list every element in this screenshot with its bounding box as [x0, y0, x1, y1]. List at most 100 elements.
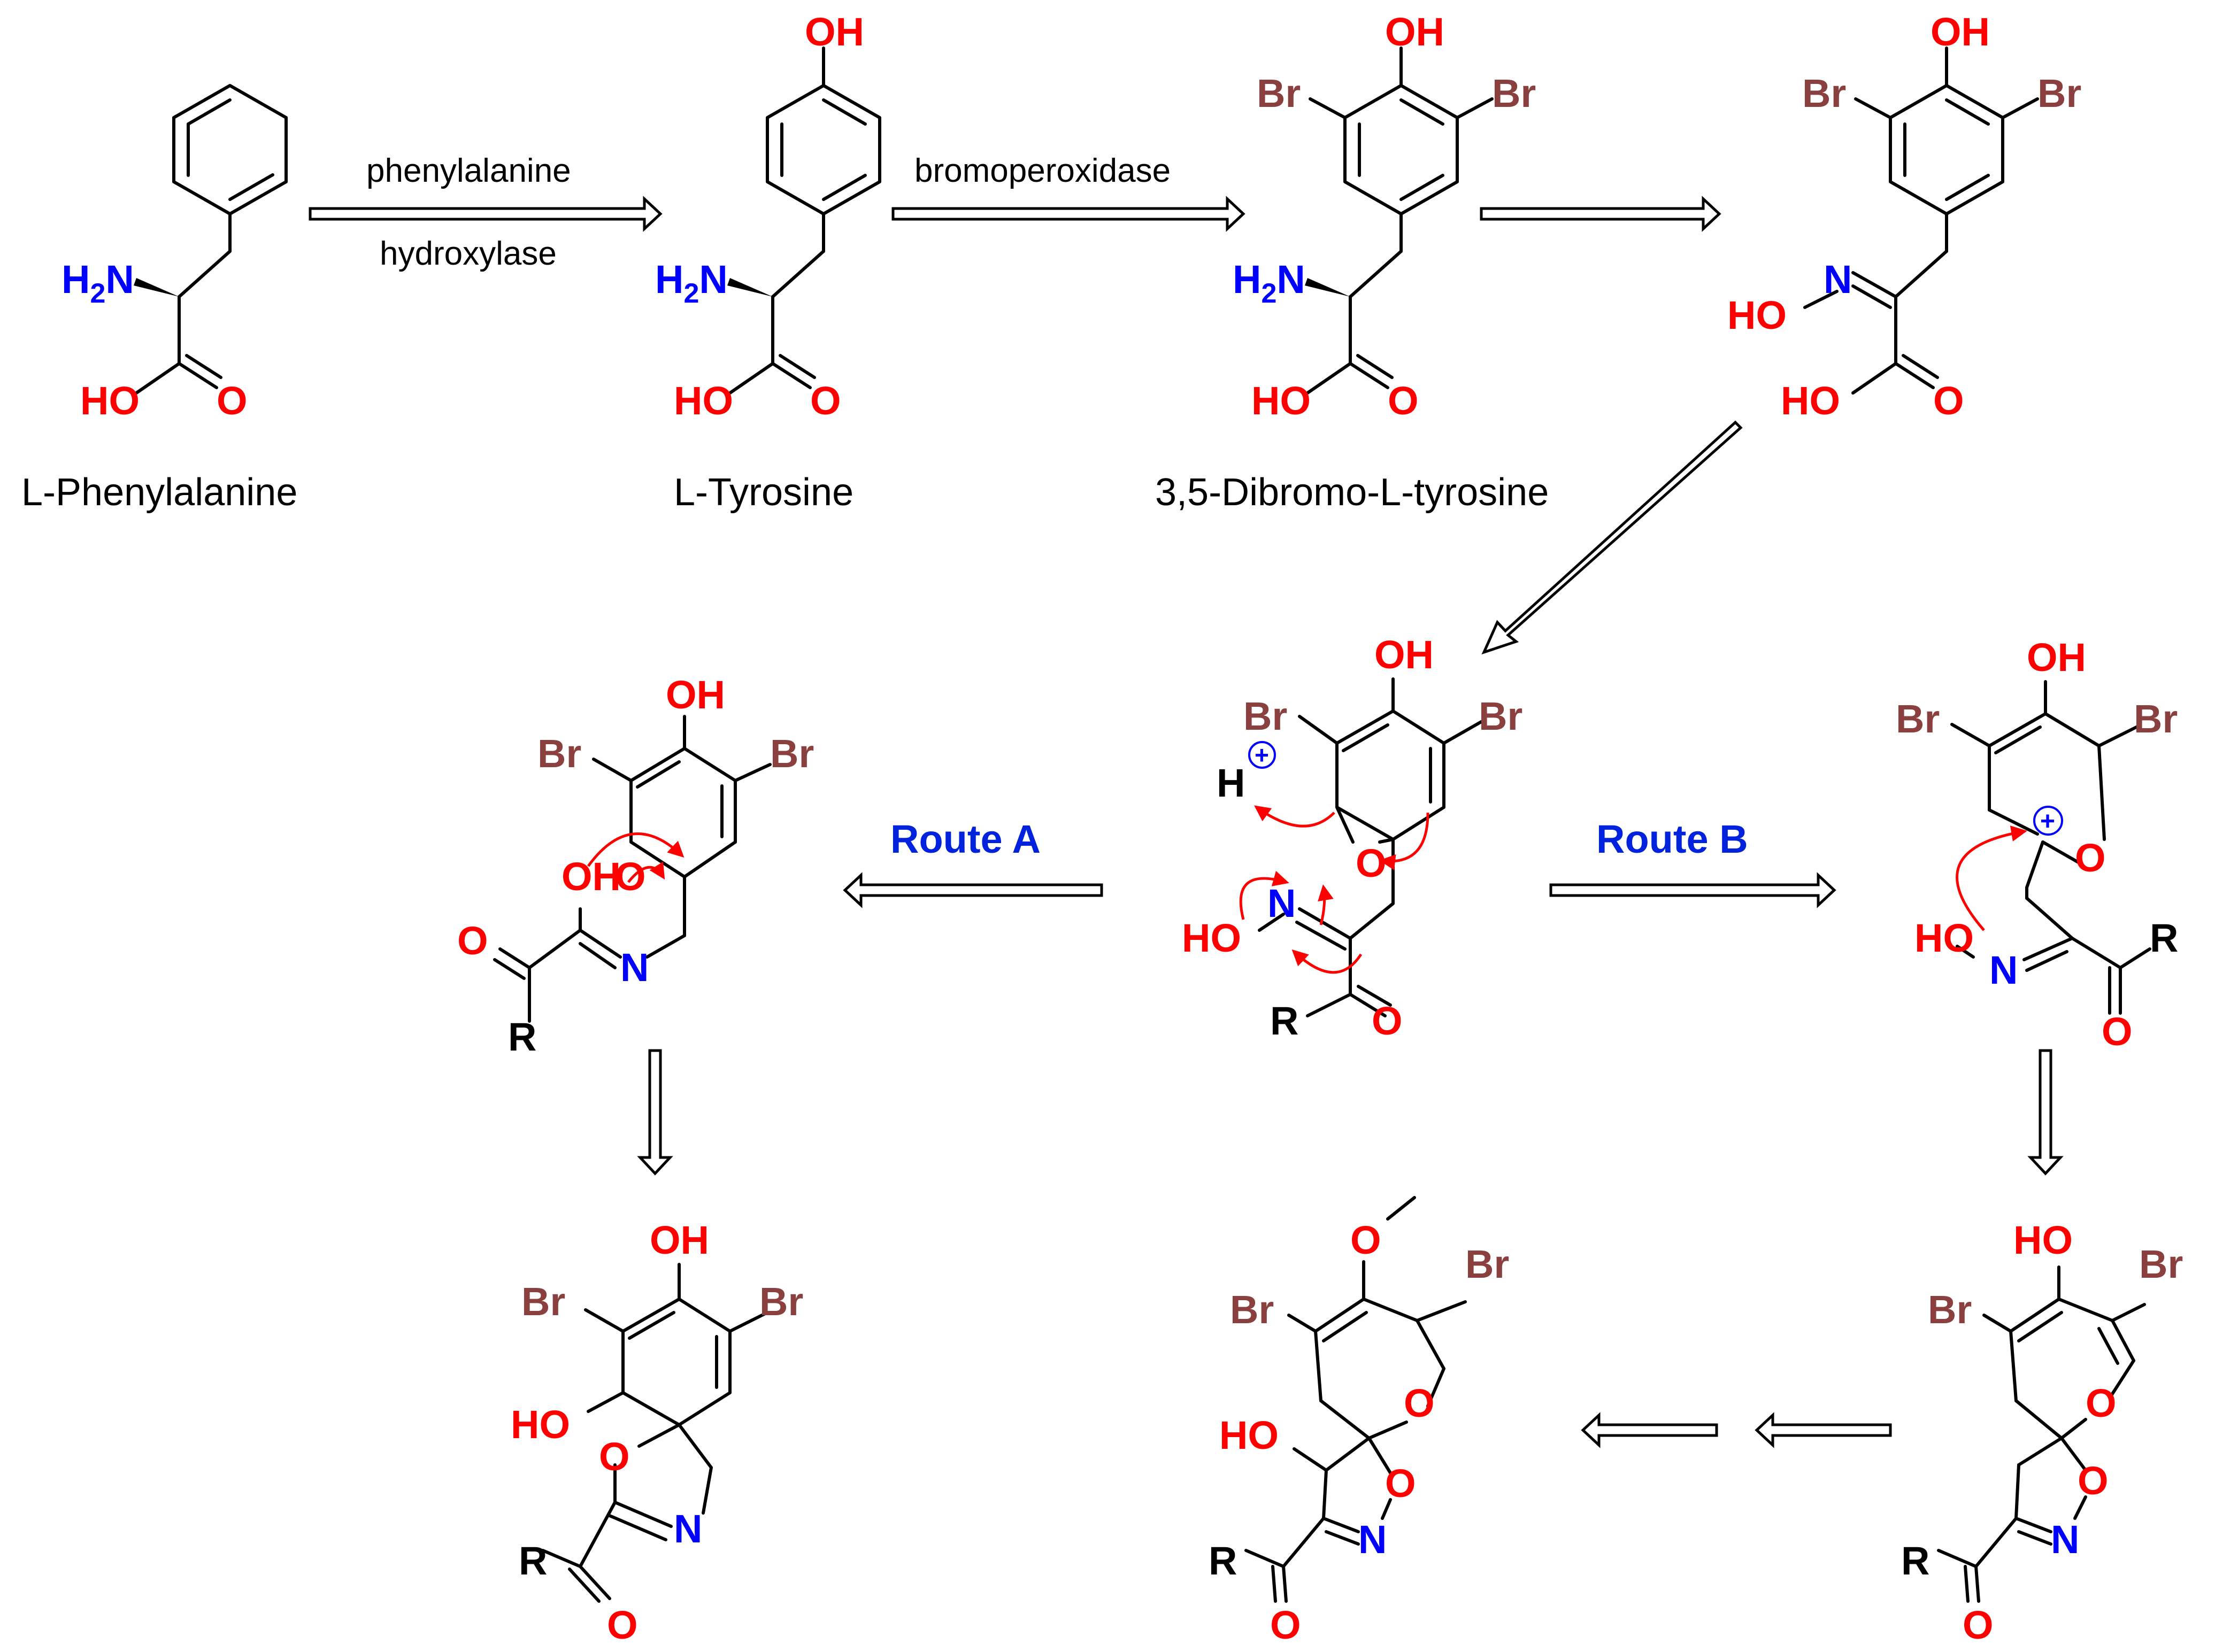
- carbonyl-o-label: O: [1933, 379, 1964, 423]
- isoxazoline-n-label: N: [1358, 1517, 1387, 1562]
- bromine-label: Br: [1257, 71, 1301, 115]
- phenol-oh-label: OH: [1385, 10, 1444, 54]
- reaction-arrow-icon: [309, 196, 663, 232]
- carbonyl-o-label: O: [810, 379, 841, 423]
- reaction-arrow-icon: [1480, 196, 1721, 232]
- reaction-arrow-icon: [1481, 420, 1743, 655]
- r-group-label: R: [1270, 999, 1298, 1043]
- ring-o-label: O: [2086, 1381, 2117, 1425]
- h2n-label: H: [61, 257, 90, 302]
- bromine-label: Br: [1465, 1242, 1509, 1286]
- r-group-label: R: [508, 1015, 536, 1059]
- svg-text:H2N: H2N: [61, 257, 134, 309]
- structure-route-a-intermediate: OH Br Br OH O N O R: [457, 673, 814, 1059]
- reagent-phenylalanine: phenylalanine: [366, 152, 571, 189]
- svg-text:+: +: [2040, 807, 2055, 836]
- compound-name-tyrosine: L-Tyrosine: [674, 471, 853, 514]
- bromine-label: Br: [759, 1279, 803, 1324]
- bromine-label: Br: [770, 731, 814, 776]
- h2n-label: H: [1233, 257, 1261, 302]
- phenol-oh-label: OH: [650, 1218, 709, 1262]
- svg-text:H2N: H2N: [655, 257, 728, 309]
- positive-charge-icon: [2033, 806, 2063, 836]
- structure-l-tyrosine: OH H2N HO O: [655, 10, 881, 423]
- bromine-label: Br: [521, 1279, 565, 1324]
- ring-o-label: O: [599, 1434, 630, 1479]
- imine-n-label: N: [620, 945, 649, 990]
- structure-methoxy-product: O Br Br O HO O N R O: [1209, 1196, 1509, 1647]
- methoxy-o-label: O: [1350, 1218, 1381, 1262]
- curly-arrow-icon: [587, 832, 685, 883]
- bromine-label: Br: [1243, 694, 1287, 738]
- bromine-label: Br: [1230, 1287, 1274, 1332]
- hydroxyl-label: HO: [674, 379, 733, 423]
- carbonyl-o-label: O: [457, 918, 488, 963]
- r-group-label: R: [519, 1539, 547, 1583]
- bromine-label: Br: [2037, 71, 2081, 115]
- carbonyl-o-label: O: [1388, 379, 1419, 423]
- phenol-oh-label: OH: [1931, 10, 1990, 54]
- oxime-n-label: N: [1824, 257, 1852, 302]
- carbonyl-o-label: O: [1963, 1603, 1994, 1647]
- bromine-label: Br: [1479, 694, 1522, 738]
- oxime-oh-label: HO: [1914, 916, 1974, 960]
- structure-dibromotyrosine: OH Br Br H2N HO O: [1233, 10, 1536, 423]
- ring-n-label: N: [674, 1507, 702, 1551]
- structure-spiro-oxazoline: OH Br Br HO O N R O: [511, 1218, 803, 1647]
- r-group-label: R: [1901, 1539, 1929, 1583]
- hydroxyl-label: HO: [511, 1402, 570, 1447]
- reaction-arrow-icon: [1755, 1412, 1892, 1448]
- epoxide-o-label: O: [1356, 841, 1387, 885]
- reaction-arrow-icon: [891, 196, 1245, 232]
- oxime-n-label: N: [1267, 881, 1296, 925]
- compound-name-dibromotyrosine: 3,5-Dibromo-L-tyrosine: [1155, 471, 1549, 514]
- curly-arrow-icon: [1239, 805, 1429, 974]
- carbonyl-o-label: O: [1270, 1603, 1301, 1647]
- carbonyl-o-label: O: [1372, 999, 1403, 1043]
- bromine-label: Br: [537, 731, 581, 776]
- r-group-label: R: [1209, 1539, 1237, 1583]
- route-a-label: Route A: [890, 817, 1041, 861]
- oxime-oh-label: HO: [1727, 293, 1787, 337]
- h2n-label: H: [655, 257, 683, 302]
- carbonyl-o-label: O: [607, 1603, 638, 1647]
- hydroxyl-label: HO: [80, 379, 140, 423]
- reaction-arrow-icon: [1581, 1412, 1718, 1448]
- positive-charge-icon: [1248, 741, 1276, 769]
- oxonium-o-label: O: [2075, 836, 2106, 880]
- phenol-oh-label: OH: [666, 673, 725, 717]
- carbonyl-o-label: O: [2102, 1009, 2133, 1054]
- structure-epoxide-intermediate: OH Br Br H + O N HO R O: [1182, 632, 1522, 1043]
- bromine-label: Br: [2139, 1242, 2183, 1286]
- compound-name-phenylalanine: L-Phenylalanine: [21, 471, 297, 514]
- reagent-bromoperoxidase: bromoperoxidase: [914, 152, 1171, 189]
- ring-o-label: O: [1404, 1381, 1435, 1425]
- proton-label: H: [1217, 761, 1245, 805]
- oxime-n-label: N: [1989, 948, 2018, 992]
- r-group-label: R: [2150, 916, 2178, 960]
- oxime-oh-label: HO: [1182, 916, 1241, 960]
- structure-route-b-product: HO Br Br O O N R O: [1901, 1218, 2183, 1647]
- isoxazoline-n-label: N: [2051, 1517, 2079, 1562]
- bromine-label: Br: [1896, 697, 1940, 741]
- bromine-label: Br: [2134, 697, 2178, 741]
- curly-arrow-icon: [1956, 825, 2027, 931]
- bromine-label: Br: [1928, 1287, 1972, 1332]
- hydroxyl-label: HO: [1219, 1413, 1279, 1457]
- structure-l-phenylalanine: H2N HO O: [61, 84, 288, 423]
- phenol-oh-label: OH: [2027, 635, 2086, 680]
- hydroxyl-label: HO: [1251, 379, 1311, 423]
- hydroxyl-label: HO: [1781, 379, 1840, 423]
- svg-text:+: +: [1255, 741, 1269, 769]
- isoxazoline-o-label: O: [1385, 1461, 1416, 1506]
- bromine-label: Br: [1802, 71, 1846, 115]
- phenol-oh-label: OH: [805, 10, 864, 54]
- reaction-arrow-icon: [2027, 1049, 2064, 1176]
- reagent-hydroxylase: hydroxylase: [380, 235, 557, 272]
- carbonyl-o-label: O: [217, 379, 248, 423]
- enol-oh-label: HO: [2013, 1218, 2073, 1262]
- structure-oxime: OH Br Br N HO HO O: [1727, 10, 2081, 423]
- reaction-arrow-icon: [637, 1049, 673, 1176]
- bromine-label: Br: [1492, 71, 1536, 115]
